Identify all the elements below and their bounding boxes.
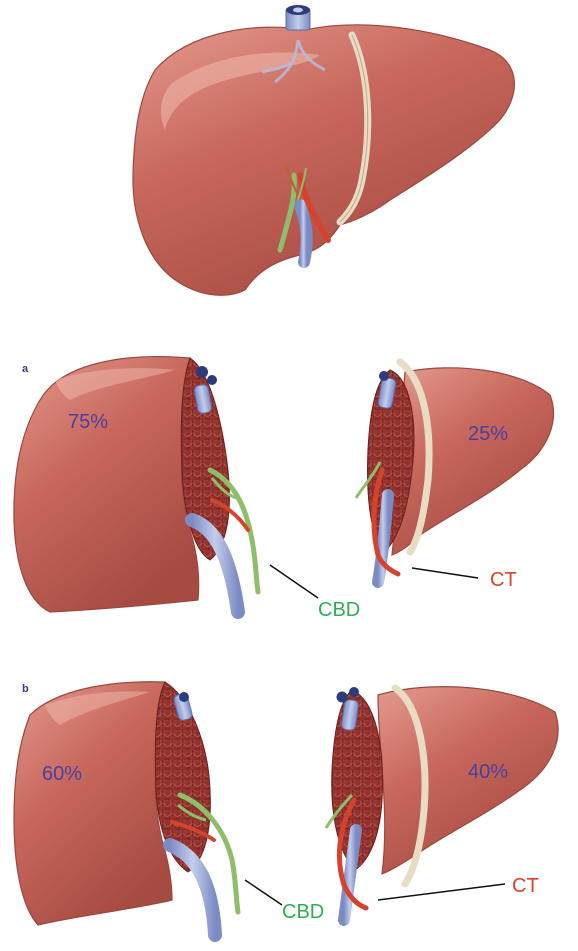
panel-b-left-lobe-body xyxy=(14,682,172,925)
panel-a-ct-label: CT xyxy=(490,569,517,591)
panel-b-left-percent: 60% xyxy=(42,763,82,785)
panel-a-letter: a xyxy=(22,363,29,375)
ivc-stump xyxy=(286,5,310,30)
panel-a-right-percent: 25% xyxy=(468,423,508,445)
panel-a-cbd-label: CBD xyxy=(318,599,360,621)
panel-b-letter: b xyxy=(22,683,29,695)
panel-a-left-lobe xyxy=(14,357,258,612)
panel-a-ct-leader xyxy=(412,568,478,578)
panel-a-left-lobe-body xyxy=(14,357,200,612)
panel-a-right-lobe xyxy=(356,362,553,582)
panel-b-left-lobe xyxy=(14,682,238,935)
portal-vein xyxy=(300,205,307,262)
panel-a-left-percent: 75% xyxy=(68,411,108,433)
whole-liver-body xyxy=(133,25,514,295)
panel-a-cbd-leader xyxy=(270,565,318,598)
whole-liver xyxy=(133,5,514,295)
panel-b-cbd-label: CBD xyxy=(282,901,324,923)
panel-b-right-percent: 40% xyxy=(468,761,508,783)
panel-b-ct-label: CT xyxy=(512,875,539,897)
panel-b-ct-leader xyxy=(378,884,505,900)
panel-a-right-lobe-body xyxy=(392,368,553,555)
panel-b-cbd-leader xyxy=(245,880,282,905)
